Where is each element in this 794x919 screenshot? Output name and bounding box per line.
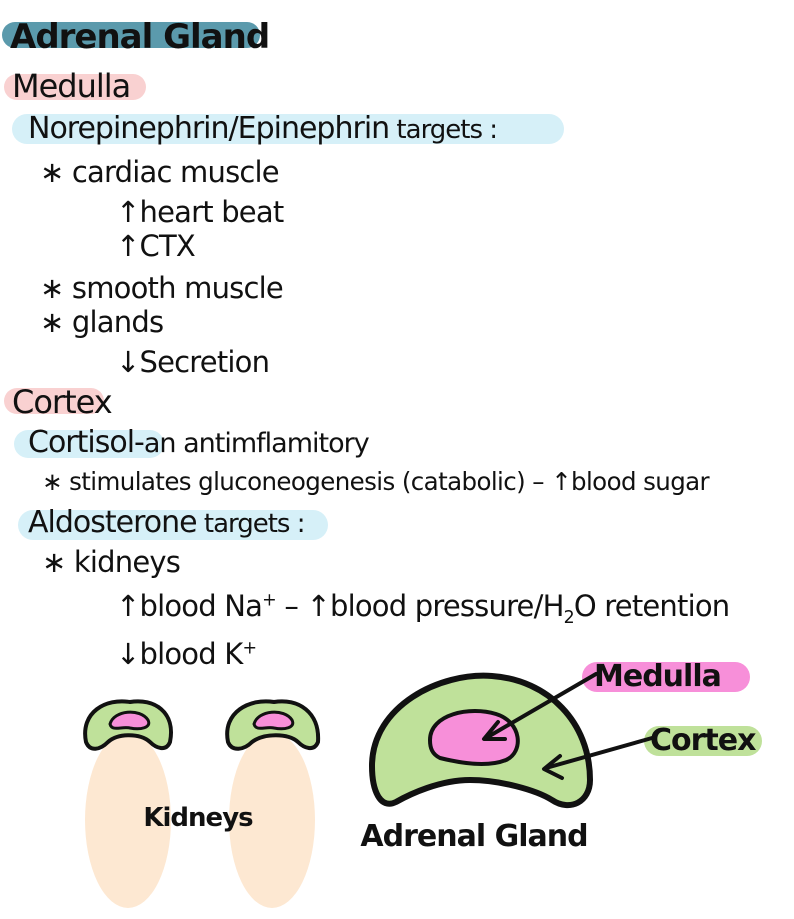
medulla-label-highlight <box>582 662 750 692</box>
glands-item: ∗ glands <box>40 305 164 339</box>
blood-na-text: ↑blood Na <box>116 589 263 623</box>
medulla-hormones-targets: targets : <box>389 115 498 145</box>
medulla-arrowhead <box>482 720 507 741</box>
kidneys-item: ∗ kidneys <box>42 545 181 579</box>
medulla-heading: Medulla <box>12 67 131 105</box>
blood-k-item: ↓blood K+ <box>116 637 258 671</box>
retention-text: O retention <box>573 589 730 623</box>
medulla-hormones-name: Norepinephrin/Epinephrin <box>28 111 390 146</box>
na-charge: + <box>262 590 277 611</box>
page-title: Adrenal Gland <box>10 17 270 57</box>
gluconeogenesis-item: ∗ stimulates gluconeogenesis (catabolic)… <box>42 467 710 496</box>
cortex-label-highlight <box>644 726 762 756</box>
heart-beat-item: ↑heart beat <box>116 195 284 229</box>
blood-na-item: ↑blood Na+ – ↑blood pressure/H2O retenti… <box>116 589 730 628</box>
medulla-label: Medulla <box>594 659 721 694</box>
cardiac-muscle-item: ∗ cardiac muscle <box>40 155 280 189</box>
medulla-hormones-line: Norepinephrin/Epinephrin targets : <box>28 111 498 146</box>
cortex-arrow <box>544 736 654 770</box>
kidneys-label: Kidneys <box>143 803 253 833</box>
aldosterone-name: Aldosterone <box>28 505 198 540</box>
title-highlight <box>2 22 260 48</box>
cortisol-desc: an antimflamitory <box>143 428 370 459</box>
k-charge: + <box>242 638 258 659</box>
medulla-heading-highlight <box>4 74 146 100</box>
cortex-heading-highlight <box>4 388 104 414</box>
left-kidney-shape <box>85 732 171 908</box>
medulla-arrow <box>484 672 598 740</box>
cortisol-name: Cortisol- <box>28 425 145 460</box>
h2o-subscript: 2 <box>563 607 575 628</box>
aldosterone-targets: targets : <box>196 509 306 539</box>
cortex-label: Cortex <box>650 723 756 758</box>
secretion-item: ↓Secretion <box>116 345 270 379</box>
adrenal-gland-label: Adrenal Gland <box>360 819 587 854</box>
hormones-highlight <box>12 114 564 144</box>
aldosterone-highlight <box>18 510 328 540</box>
left-adrenal-medulla <box>108 710 151 731</box>
aldosterone-line: Aldosterone targets : <box>28 508 305 538</box>
cortisol-line: Cortisol-an antimflamitory <box>28 425 370 460</box>
blood-pressure-text: – ↑blood pressure/H <box>275 589 564 623</box>
cortex-heading: Cortex <box>12 383 113 421</box>
cortisol-highlight <box>14 430 164 458</box>
cortex-arrowhead <box>542 754 564 780</box>
smooth-muscle-item: ∗ smooth muscle <box>40 271 284 305</box>
right-kidney-shape <box>229 732 315 908</box>
ctx-item: ↑CTX <box>116 229 196 263</box>
right-adrenal-medulla <box>252 710 295 731</box>
blood-k-text: ↓blood K <box>116 637 243 671</box>
